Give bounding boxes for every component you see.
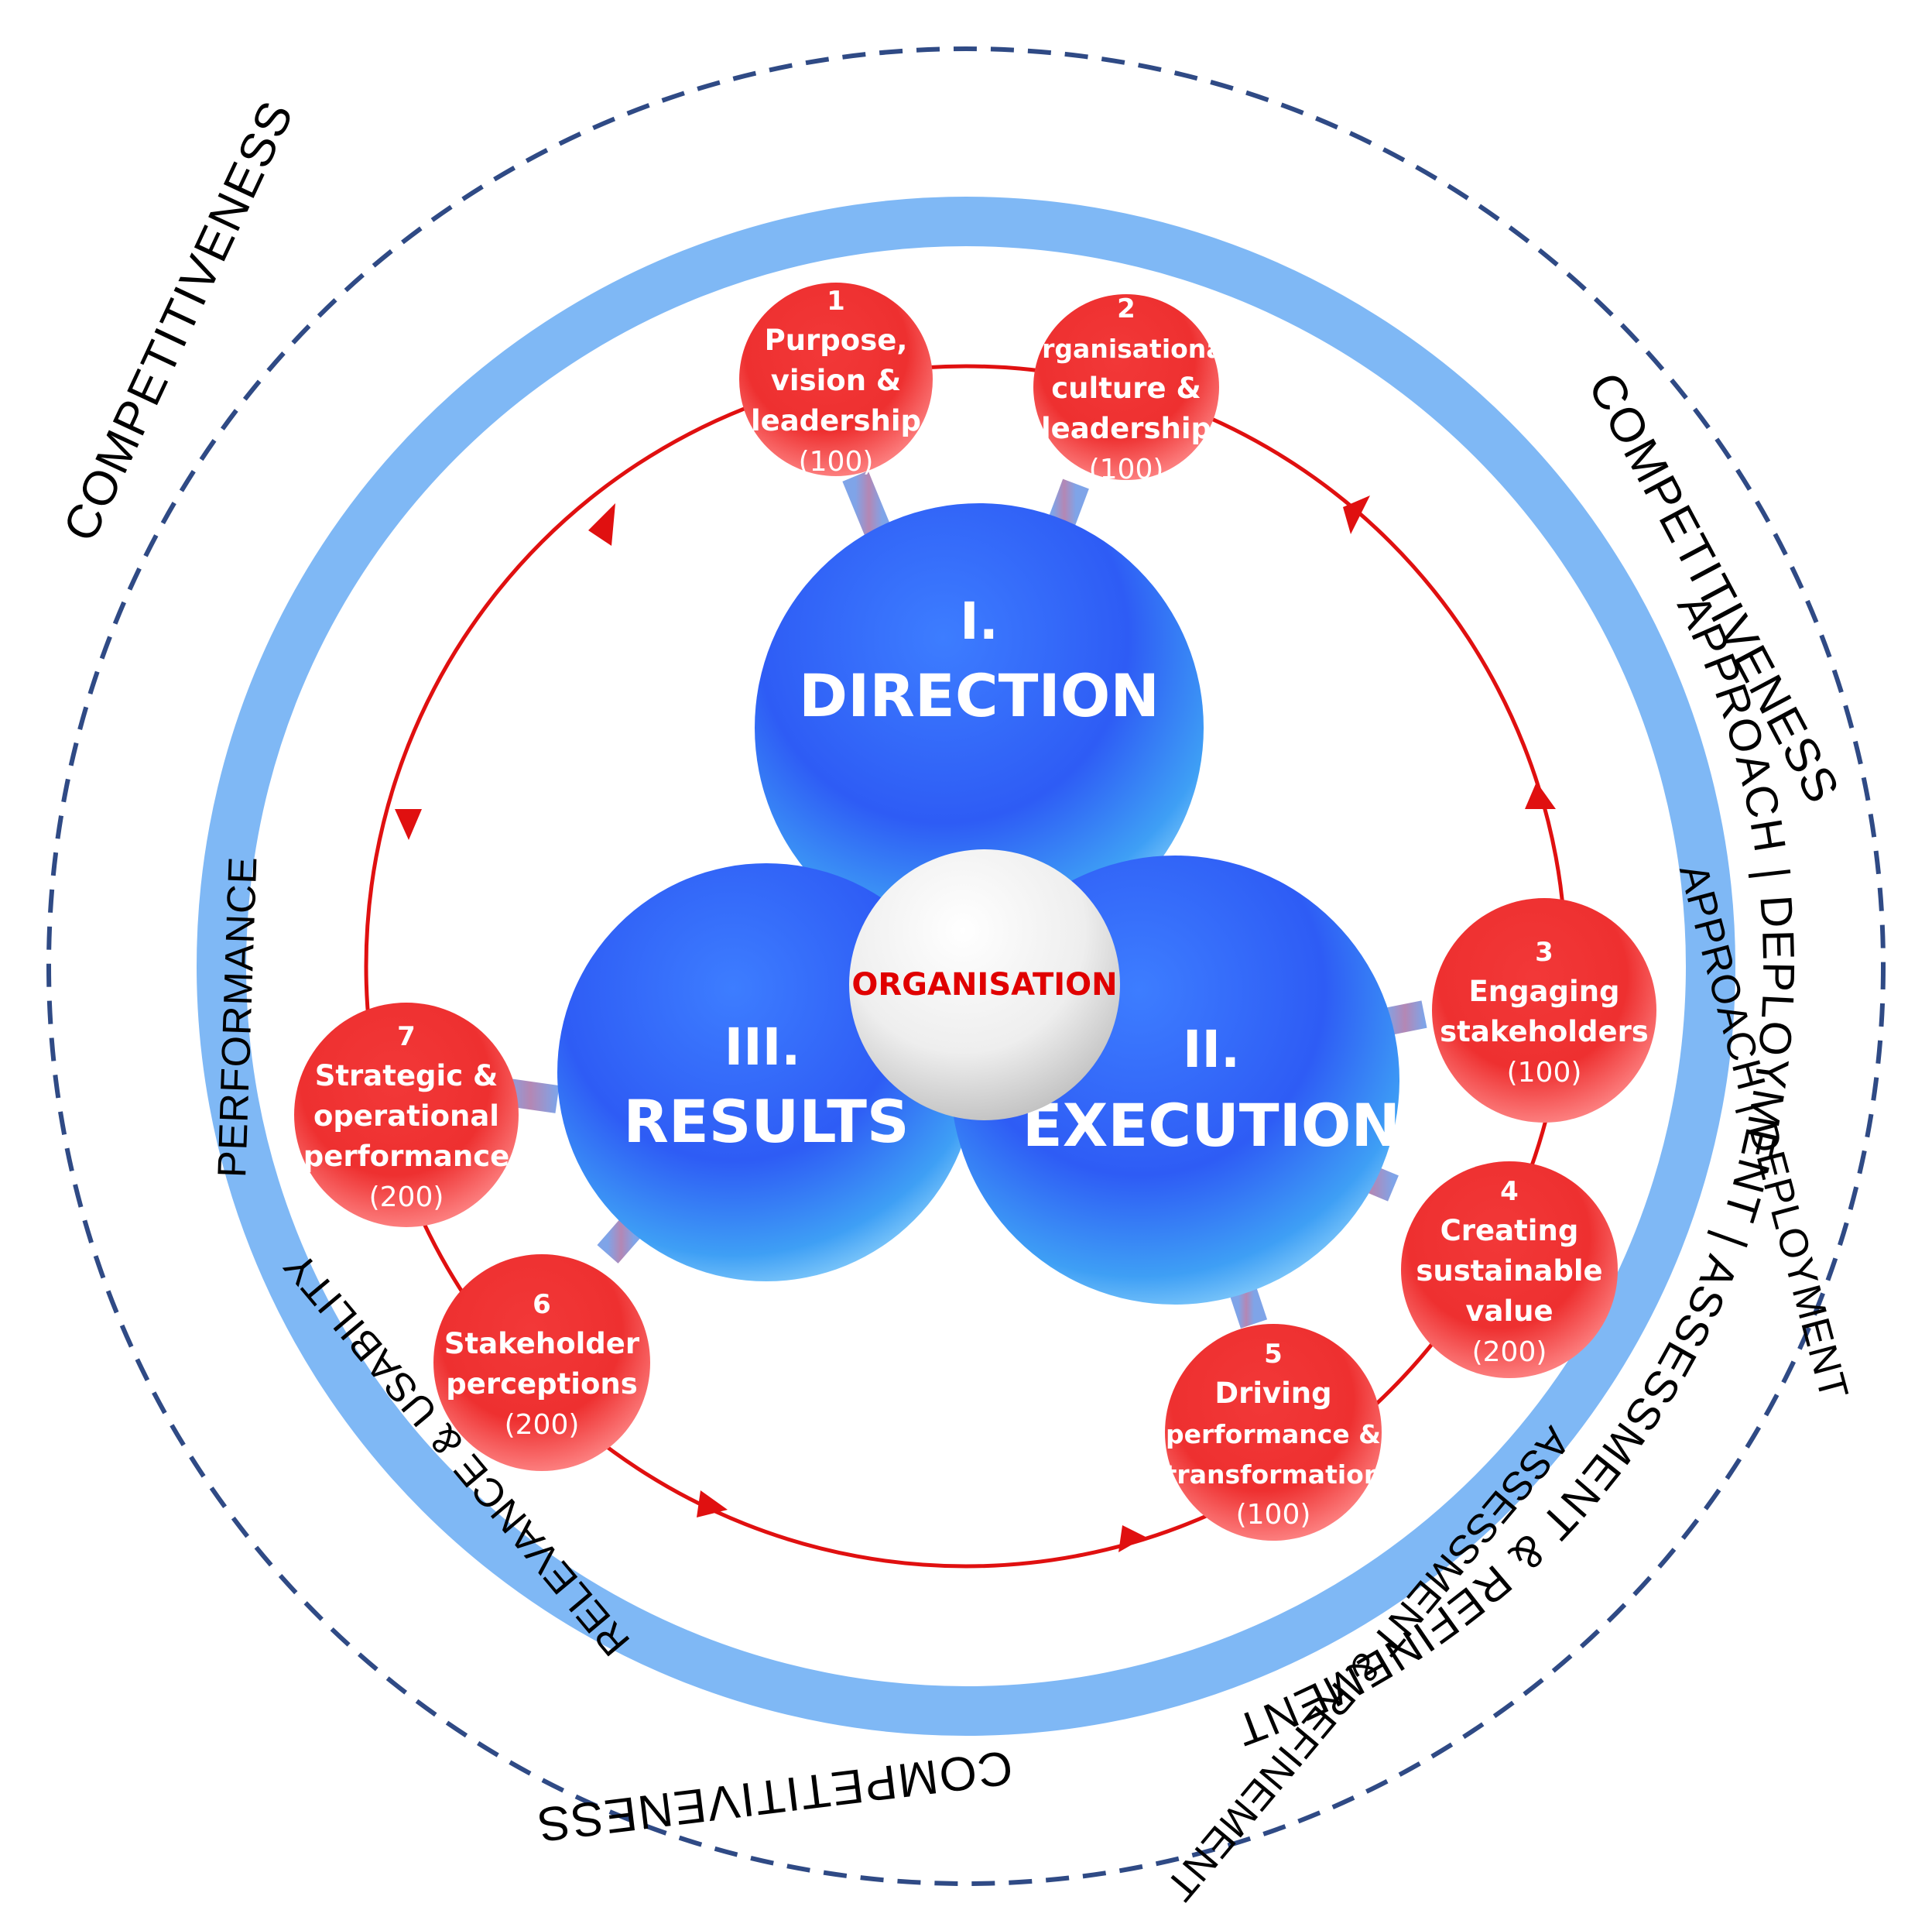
criterion-number: 3: [1535, 937, 1553, 968]
criterion-points: (100): [1236, 1499, 1311, 1531]
criterion-title-line: stakeholders: [1440, 1015, 1649, 1048]
criterion-points: (100): [799, 446, 874, 478]
criterion-bubble: [433, 1254, 650, 1471]
criterion-title-line: transformation: [1165, 1459, 1382, 1490]
criterion-title-line: Purpose,: [765, 324, 908, 357]
svg-text:DIRECTION: DIRECTION: [799, 661, 1160, 730]
criterion-title-line: Stakeholder: [444, 1327, 640, 1360]
criterion-bubble: [294, 1003, 519, 1227]
criterion-title-line: perceptions: [446, 1367, 638, 1401]
criterion-bubble: [1401, 1161, 1618, 1378]
criterion-title-line: vision &: [771, 364, 901, 397]
pillar-direction[interactable]: I. DIRECTION: [755, 503, 1204, 952]
criterion-points: (200): [505, 1409, 580, 1441]
cycle-arrowheads: [395, 496, 1556, 1552]
criterion-points: (200): [1472, 1336, 1547, 1368]
svg-text:RESULTS: RESULTS: [623, 1087, 909, 1156]
criterion-number: 7: [397, 1021, 416, 1052]
criterion-number: 5: [1264, 1339, 1283, 1370]
criterion-bubble: [739, 283, 933, 476]
criterion-number: 4: [1500, 1176, 1519, 1207]
criterion-points: (200): [369, 1181, 444, 1213]
svg-text:II.: II.: [1183, 1020, 1240, 1079]
pillars: I. DIRECTION III. RESULTS II. EXECUTION: [557, 503, 1400, 1305]
criterion-points: (100): [1089, 454, 1164, 485]
svg-text:EXECUTION: EXECUTION: [1023, 1091, 1400, 1160]
criterion-title-line: Creating: [1440, 1214, 1579, 1247]
criterion-title-line: performance: [303, 1140, 509, 1173]
svg-text:ORGANISATION: ORGANISATION: [851, 967, 1117, 1003]
criterion-bubble: [1033, 294, 1219, 480]
criterion-title-line: value: [1465, 1294, 1553, 1328]
criterion-points: (100): [1507, 1057, 1582, 1089]
criterion-number: 6: [533, 1289, 551, 1320]
criterion-title-line: Engaging: [1468, 975, 1619, 1008]
criterion-bubble: [1432, 898, 1656, 1123]
criterion-number: 2: [1117, 293, 1136, 324]
criterion-title-line: culture &: [1051, 372, 1201, 405]
outer-dashed-ring: [46, 46, 1886, 1886]
criterion-title-line: Strategic &: [315, 1059, 498, 1092]
criterion-title-line: leadership: [1041, 412, 1211, 445]
criterion-number: 1: [827, 286, 845, 317]
criterion-title-line: operational: [313, 1099, 499, 1133]
criterion-title-line: leadership: [751, 404, 921, 437]
svg-text:III.: III.: [724, 1017, 801, 1077]
criterion-title-line: performance &: [1166, 1419, 1381, 1449]
criterion-bubble: [1165, 1324, 1382, 1541]
criterion-title-line: Organisational: [1020, 334, 1232, 364]
criterion-title-line: sustainable: [1416, 1254, 1602, 1288]
assessment-band: [197, 197, 1735, 1736]
organisation-center[interactable]: ORGANISATION: [849, 849, 1120, 1120]
svg-text:I.: I.: [960, 592, 999, 651]
criterion-title-line: Driving: [1214, 1377, 1331, 1410]
